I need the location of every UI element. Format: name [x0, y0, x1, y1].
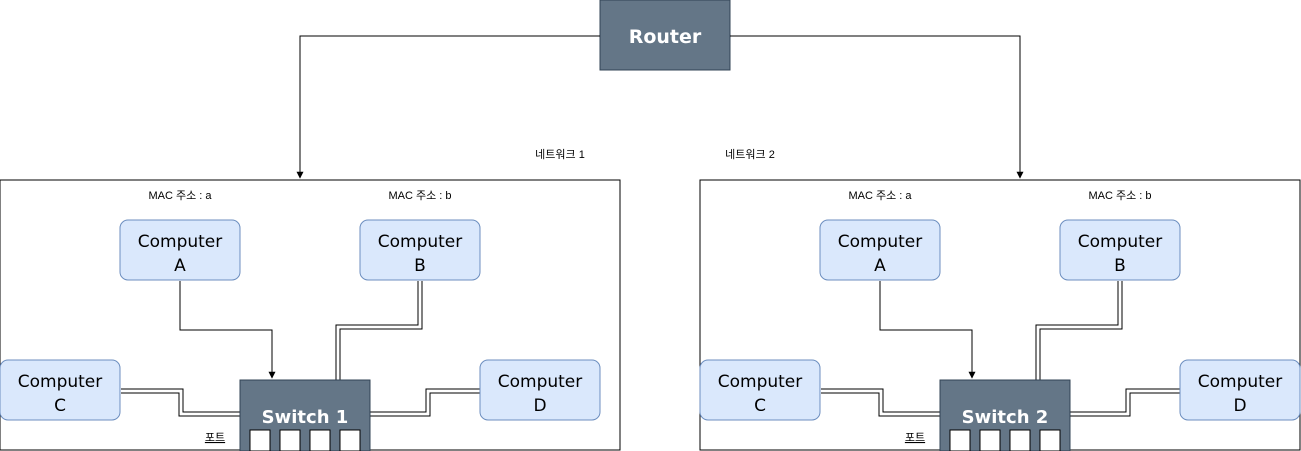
svg-text:D: D [533, 396, 546, 416]
svg-text:Computer: Computer [378, 232, 463, 252]
svg-text:Computer: Computer [138, 232, 223, 252]
router-node: Router [599, 0, 731, 71]
svg-text:C: C [54, 396, 66, 416]
network-1-label: 네트워크 1 [535, 148, 585, 161]
network-2-label: 네트워크 2 [725, 148, 775, 161]
switch-port [949, 429, 971, 451]
computer-b: Computer B [1059, 219, 1181, 281]
network-1: 네트워크 1 MAC 주소 : a MAC 주소 : b Computer A … [0, 148, 621, 451]
computer-a: Computer A [819, 219, 941, 281]
router-to-network-2-edge [730, 35, 1024, 179]
svg-text:Computer: Computer [1198, 372, 1283, 392]
computer-d: Computer D [1179, 359, 1301, 421]
computer-d: Computer D [479, 359, 601, 421]
computer-c: Computer C [699, 359, 821, 421]
svg-text:A: A [174, 256, 186, 276]
network-2: 네트워크 2 MAC 주소 : a MAC 주소 : b Computer A … [699, 148, 1301, 451]
switch-port [279, 429, 301, 451]
switch-port [1009, 429, 1031, 451]
svg-text:Computer: Computer [498, 372, 583, 392]
router-label: Router [629, 26, 702, 48]
computer-a-to-switch-edge [179, 281, 276, 379]
mac-label-b: MAC 주소 : b [1088, 189, 1151, 202]
switch-port [249, 429, 271, 451]
svg-text:Computer: Computer [838, 232, 923, 252]
svg-text:A: A [874, 256, 886, 276]
svg-text:Computer: Computer [18, 372, 103, 392]
svg-text:B: B [1114, 256, 1126, 276]
computer-c: Computer C [0, 359, 121, 421]
switch-port [979, 429, 1001, 451]
svg-text:D: D [1233, 396, 1246, 416]
mac-label-b: MAC 주소 : b [388, 189, 451, 202]
computer-b: Computer B [359, 219, 481, 281]
switch-1-label: Switch 1 [262, 407, 349, 428]
mac-label-a: MAC 주소 : a [848, 189, 912, 202]
switch-port [309, 429, 331, 451]
port-label: 포트 [905, 432, 925, 444]
svg-text:C: C [754, 396, 766, 416]
switch-1: Switch 1 [239, 379, 371, 451]
switch-2-label: Switch 2 [962, 407, 1049, 428]
svg-text:Computer: Computer [1078, 232, 1163, 252]
switch-port [339, 429, 361, 451]
computer-a-to-switch-edge [879, 281, 976, 379]
router-to-network-1-edge [296, 35, 600, 179]
port-label: 포트 [205, 432, 225, 444]
svg-text:Computer: Computer [718, 372, 803, 392]
svg-text:B: B [414, 256, 426, 276]
switch-port [1039, 429, 1061, 451]
switch-2: Switch 2 [939, 379, 1071, 451]
mac-label-a: MAC 주소 : a [148, 189, 212, 202]
computer-a: Computer A [119, 219, 241, 281]
